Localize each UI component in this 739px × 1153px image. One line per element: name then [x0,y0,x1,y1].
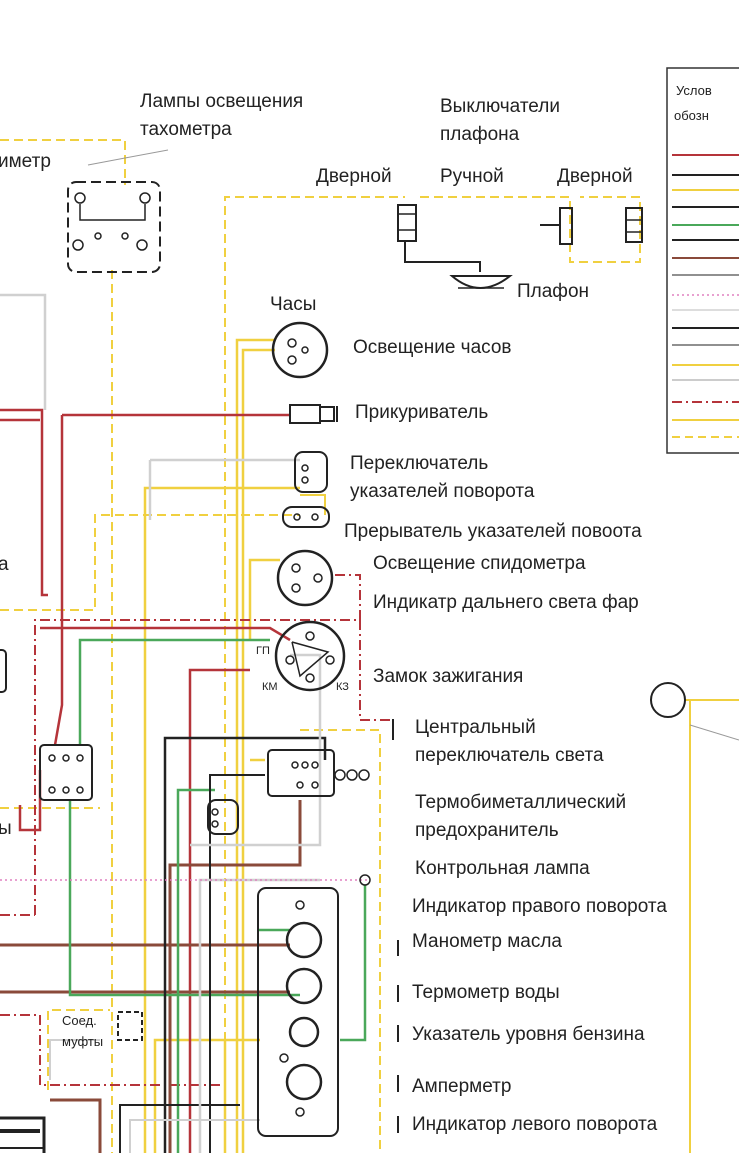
legend-box: Услов обозн [666,67,739,454]
fuse-label-2: предохранитель [415,820,559,841]
wires [0,139,739,1153]
ignition-label: Замок зажигания [373,666,523,687]
ignition-terminal-top: ГП [256,645,270,657]
lighter-symbol [289,404,338,424]
partial-y-label: ы [0,818,12,839]
label-ticks [392,719,399,1133]
turn-switch-label-1: Переключатель [350,453,488,474]
clock-light-label: Освещение часов [353,337,512,358]
bottom-left-connector [0,1116,46,1153]
fuse-symbol [207,799,239,835]
ignition-lock-symbol: ГП КМ КЗ [256,620,349,693]
door-right-label: Дверной [557,166,633,187]
tacho-lamps-symbol [67,181,161,273]
coupling-label-1: Соед. [62,1013,97,1028]
ammeter-label: Амперметр [412,1076,511,1097]
left-edge-box [0,649,7,693]
coupling-symbol: Соед. муфты [62,1011,143,1049]
door-switch-left-symbol [397,204,417,242]
door-switch-right-symbol [625,207,643,243]
water-temp-label: Термометр воды [412,982,560,1003]
coupling-label-2: муфты [62,1034,103,1049]
plafond-label: Плафон [517,281,589,302]
right-round-symbol [650,682,686,718]
legend-title-2: обозн [674,108,709,123]
manual-switch-symbol [540,207,573,245]
switches-label-2: плафона [440,124,520,145]
oil-gauge-label: Манометр масла [412,931,562,952]
partial-a-label: a [0,554,9,575]
manual-label: Ручной [440,166,504,187]
lighter-label: Прикуриватель [355,402,488,423]
left-turn-label: Индикатор левого поворота [412,1114,658,1135]
right-turn-label: Индикатор правого поворота [412,896,667,917]
tacho-lamps-label-2: тахометра [140,119,232,140]
tacho-lamps-label-1: Лампы освещения [140,91,303,112]
instrument-panel-symbol [257,887,339,1137]
plafond-lamp-symbol [449,275,513,289]
clock-symbol [271,321,329,379]
fuse-label-1: Термобиметаллический [415,792,626,813]
turn-breaker-label: Прерыватель указателей повоота [344,521,642,542]
turn-breaker-symbol [282,506,330,528]
door-left-label: Дверной [316,166,392,187]
central-switch-label-2: переключатель света [415,745,604,766]
turn-switch-label-2: указателей поворота [350,481,535,502]
speedometer-light-symbol [276,549,334,607]
speedo-light-label: Освещение спидометра [373,553,586,574]
fuel-level-label: Указатель уровня бензина [412,1024,645,1045]
control-lamp-symbol [359,874,371,886]
connector-block-symbol [39,744,93,801]
legend-title-1: Услов [676,83,712,98]
partial-left-label: иметр [0,151,51,172]
ignition-terminal-km: КМ [262,681,278,693]
central-switch-symbol [267,749,370,797]
switches-label-1: Выключатели [440,96,560,117]
high-beam-label: Индикатр дальнего света фар [373,592,639,613]
clock-label: Часы [270,294,316,315]
control-lamp-label: Контрольная лампа [415,858,590,879]
central-switch-label-1: Центральный [415,717,536,738]
ignition-terminal-kz: КЗ [336,681,349,693]
turn-switch-symbol [294,451,328,493]
